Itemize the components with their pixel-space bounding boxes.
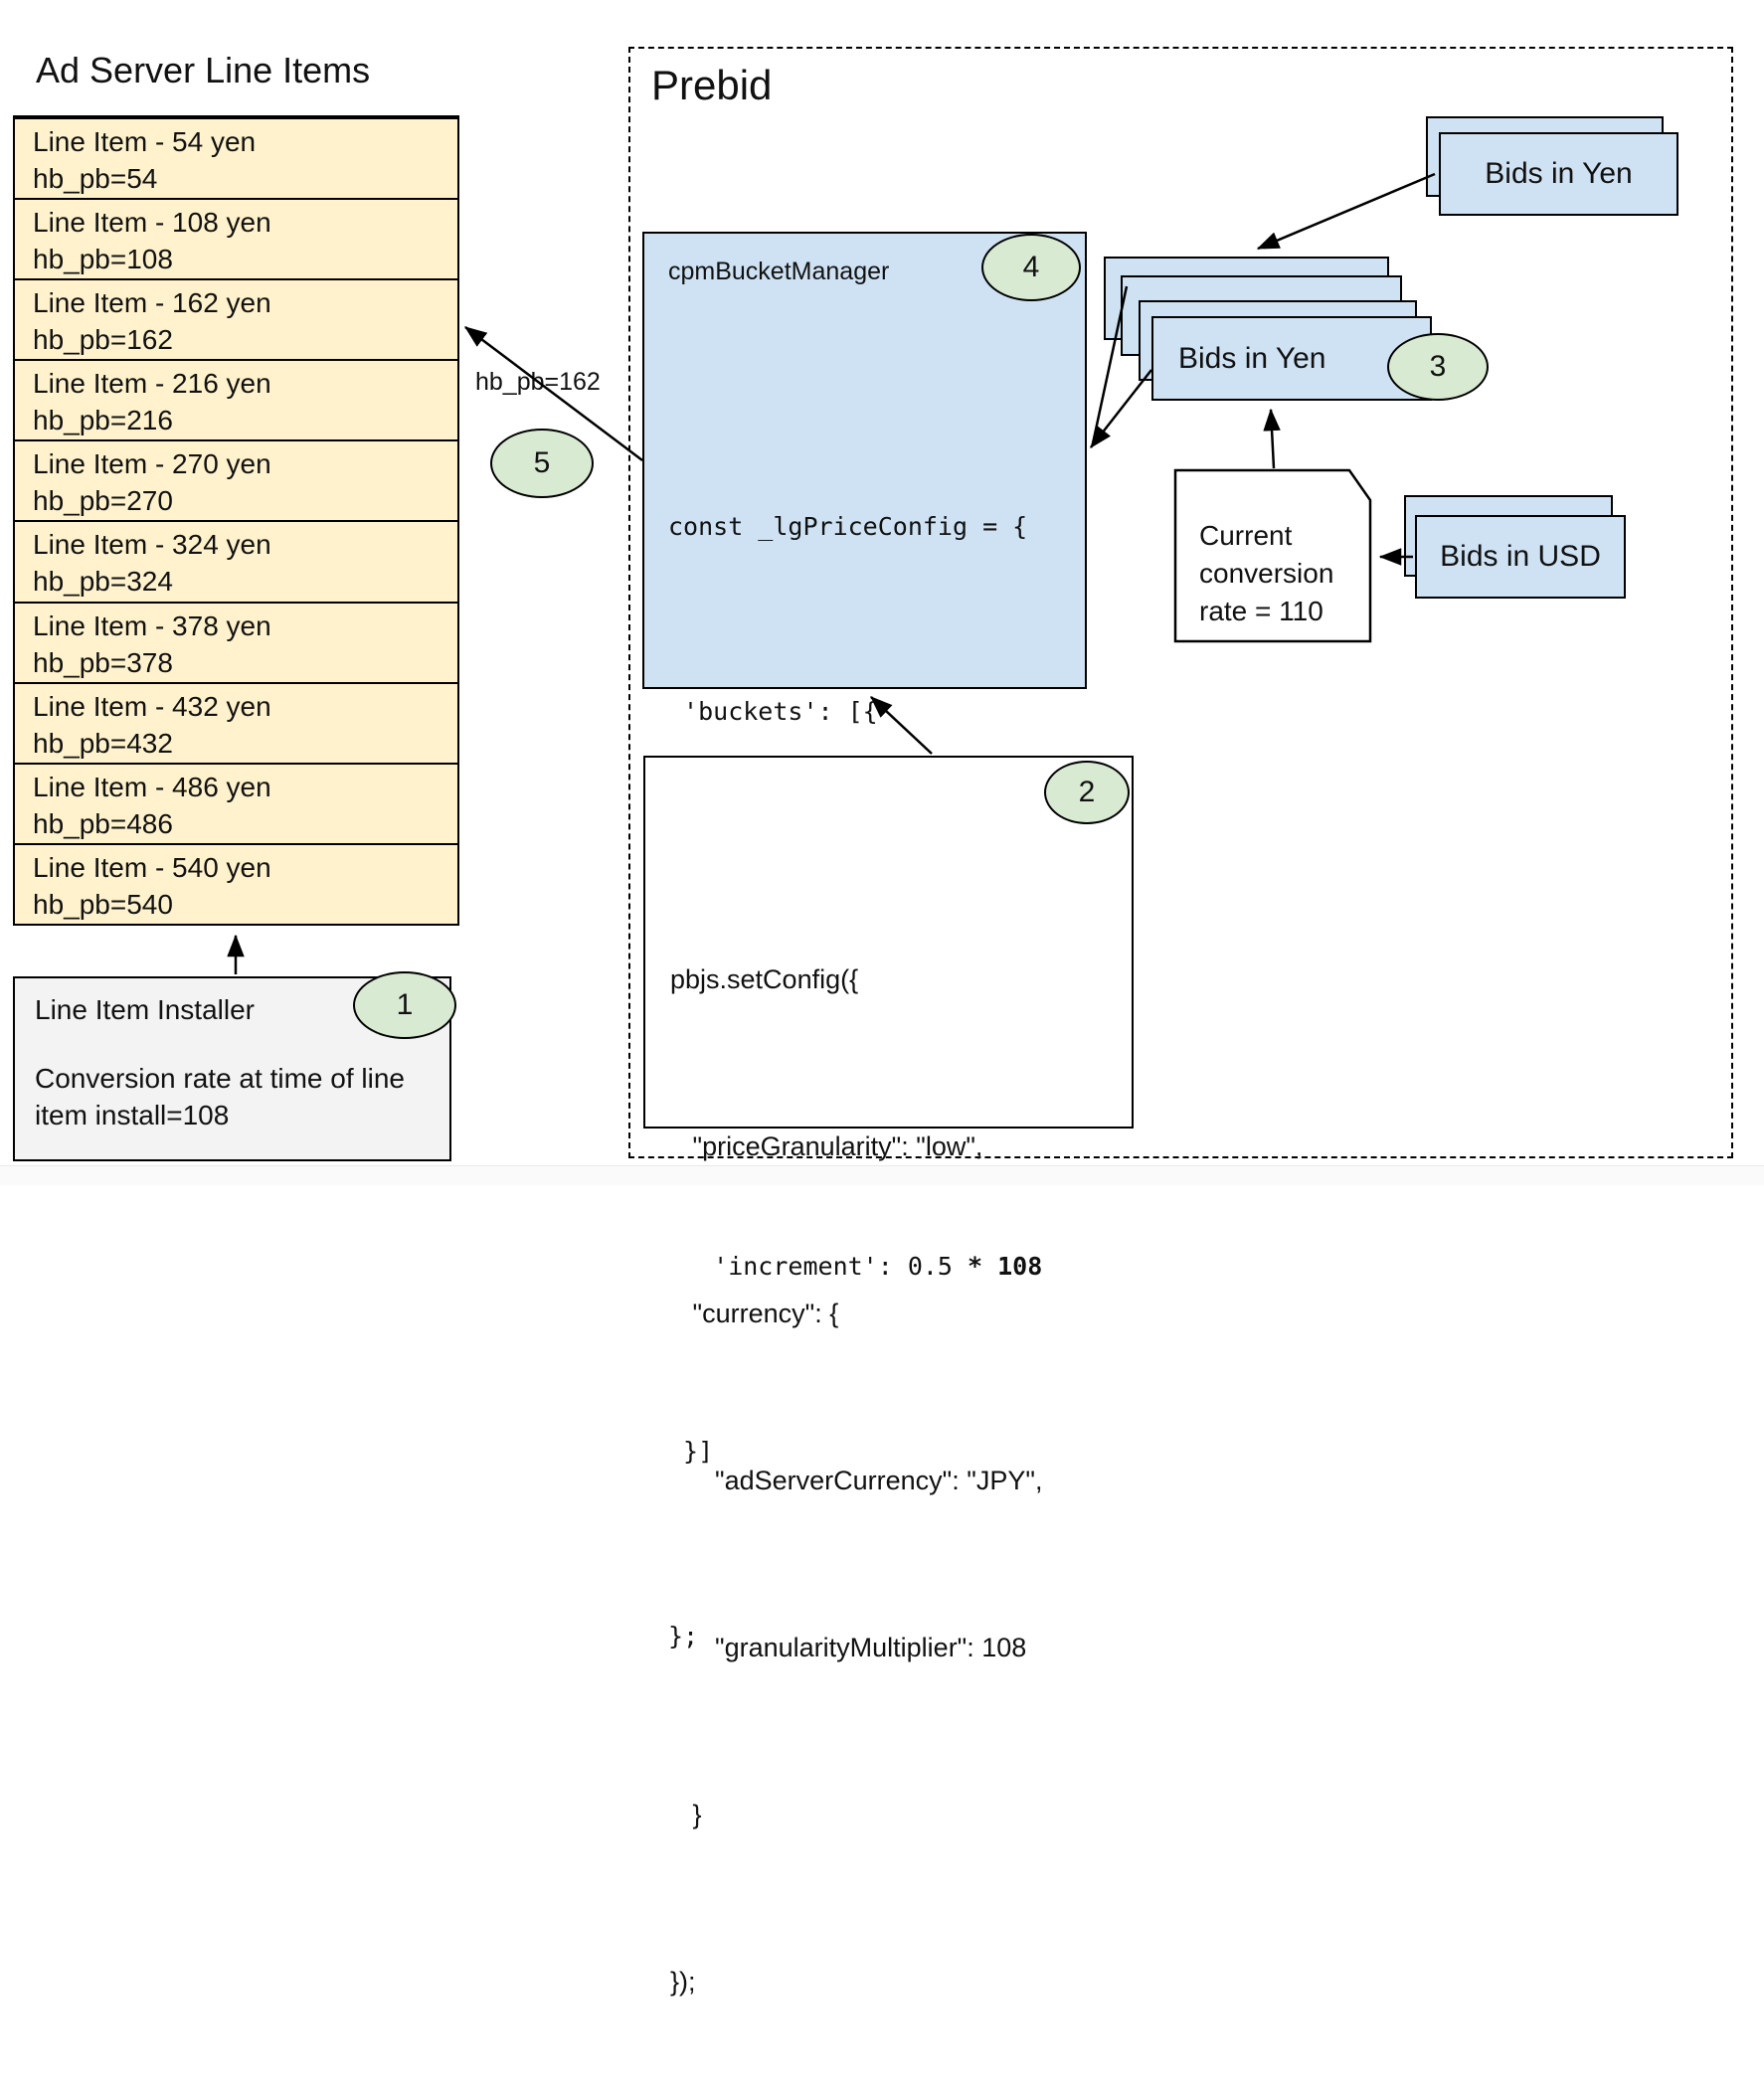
line-item-hbpb: hb_pb=432	[33, 727, 173, 759]
line-item-name: Line Item - 324 yen	[33, 529, 271, 561]
line-item-name: Line Item - 432 yen	[33, 690, 271, 722]
cpm-bucket-manager-box: cpmBucketManager const _lgPriceConfig = …	[642, 232, 1087, 1651]
step-badge-5: 5	[490, 429, 594, 498]
line-item-name: Line Item - 162 yen	[33, 287, 271, 319]
cpm-code-line: 'buckets': [{	[668, 697, 878, 726]
bids-in-usd-card: Bids in USD	[1415, 515, 1626, 599]
line-item-name: Line Item - 270 yen	[33, 448, 271, 480]
bids-in-yen-stack-front-card: Bids in Yen	[1151, 316, 1432, 401]
line-item-hbpb: hb_pb=324	[33, 566, 173, 598]
prebid-title: Prebid	[651, 62, 773, 108]
pbjs-code-line: "priceGranularity": "low",	[670, 1131, 983, 1161]
line-item-name: Line Item - 486 yen	[33, 771, 271, 802]
line-item-name: Line Item - 54 yen	[33, 126, 257, 157]
prebid-container	[628, 47, 1733, 1158]
cpm-code-line: const _lgPriceConfig = {	[668, 512, 1028, 541]
line-item-row: Line Item - 270 yen hb_pb=270	[15, 439, 457, 520]
line-item-installer-box: Line Item Installer Conversion rate at t…	[13, 976, 451, 1161]
step-badge-4: 4	[981, 234, 1081, 301]
line-items-table: Line Item - 54 yen hb_pb=54 Line Item - …	[13, 115, 459, 926]
pbjs-code-line: });	[670, 1967, 696, 1997]
line-item-hbpb: hb_pb=54	[33, 163, 158, 194]
installer-title: Line Item Installer	[35, 994, 255, 1025]
line-item-row: Line Item - 486 yen hb_pb=486	[15, 762, 457, 843]
bottom-strip	[0, 1165, 1764, 1185]
line-item-row: Line Item - 540 yen hb_pb=540	[15, 842, 457, 924]
pbjs-code-block: pbjs.setConfig({ "priceGranularity": "lo…	[670, 791, 1042, 2086]
pbjs-code-line: "granularityMultiplier": 108	[670, 1633, 1027, 1662]
line-item-hbpb: hb_pb=162	[33, 324, 173, 356]
line-item-name: Line Item - 216 yen	[33, 368, 271, 400]
pbjs-code-line: }	[670, 1800, 702, 1829]
pbjs-code-line: "adServerCurrency": "JPY",	[670, 1466, 1043, 1495]
line-item-row: Line Item - 54 yen hb_pb=54	[15, 117, 457, 198]
line-item-hbpb: hb_pb=486	[33, 807, 173, 839]
line-item-name: Line Item - 108 yen	[33, 207, 271, 239]
line-item-row: Line Item - 432 yen hb_pb=432	[15, 681, 457, 763]
installer-note: Conversion rate at time of line item ins…	[35, 1063, 405, 1130]
line-item-row: Line Item - 378 yen hb_pb=378	[15, 601, 457, 682]
pbjs-code-line: pbjs.setConfig({	[670, 964, 859, 994]
line-item-row: Line Item - 216 yen hb_pb=216	[15, 359, 457, 439]
line-item-hbpb: hb_pb=540	[33, 888, 173, 920]
conversion-note-shape	[1173, 468, 1372, 643]
step-badge-2: 2	[1044, 761, 1130, 824]
line-item-name: Line Item - 378 yen	[33, 609, 271, 641]
ad-server-title: Ad Server Line Items	[36, 50, 371, 90]
bids-in-yen-top-card: Bids in Yen	[1439, 132, 1678, 216]
hb-pb-arrow-label: hb_pb=162	[475, 368, 601, 396]
line-item-hbpb: hb_pb=216	[33, 405, 173, 436]
line-item-hbpb: hb_pb=270	[33, 485, 173, 517]
line-item-hbpb: hb_pb=378	[33, 646, 173, 678]
line-item-hbpb: hb_pb=108	[33, 244, 173, 275]
pbjs-code-line: "currency": {	[670, 1299, 839, 1328]
step-badge-1: 1	[353, 971, 456, 1039]
line-item-row: Line Item - 162 yen hb_pb=162	[15, 278, 457, 359]
step-badge-3: 3	[1387, 333, 1489, 401]
cpm-box-title: cpmBucketManager	[668, 258, 890, 285]
line-item-row: Line Item - 108 yen hb_pb=108	[15, 198, 457, 278]
line-item-name: Line Item - 540 yen	[33, 851, 271, 883]
conversion-rate-note: Current conversion rate = 110	[1199, 520, 1334, 626]
line-item-row: Line Item - 324 yen hb_pb=324	[15, 520, 457, 601]
